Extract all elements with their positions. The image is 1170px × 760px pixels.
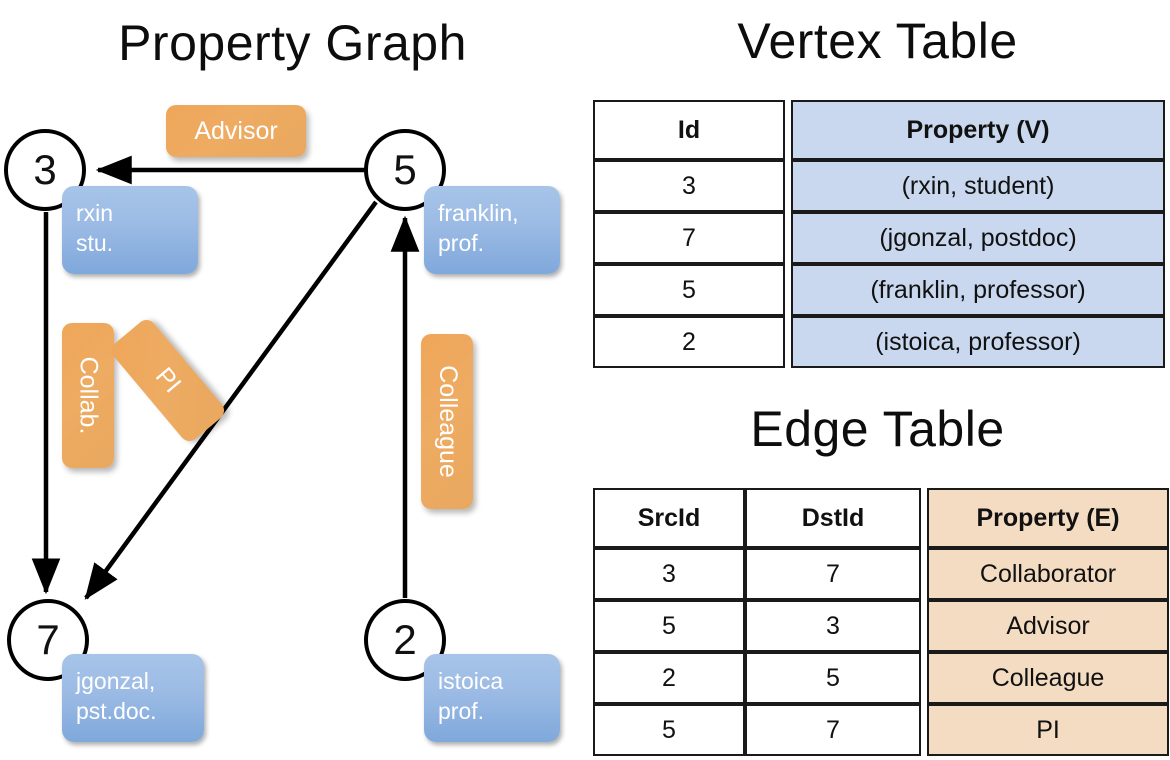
page-title-property-graph: Property Graph <box>118 15 467 71</box>
cell-dstid: 5 <box>745 652 921 704</box>
vertex-property-line-1: franklin, <box>438 200 519 226</box>
table-row[interactable]: 2 5 Colleague <box>593 652 1169 704</box>
edge-label-text: Collab. <box>74 356 103 435</box>
table-row[interactable]: 2 (istoica, professor) <box>593 316 1165 368</box>
cell-property: Advisor <box>927 600 1169 652</box>
page-title-edge-table: Edge Table <box>750 401 1005 457</box>
property-graph-diagram: 3 5 7 2 rxin stu. franklin, prof. jgonza… <box>4 105 560 742</box>
column-header-srcid: SrcId <box>593 488 745 548</box>
cell-id: 2 <box>593 316 785 368</box>
graph-vertex-5[interactable]: 5 <box>364 129 446 211</box>
cell-dstid: 7 <box>745 548 921 600</box>
edge-label-text: Advisor <box>194 116 278 145</box>
edge-label-chip-advisor[interactable]: Advisor <box>166 105 306 157</box>
vertex-property-line-1: rxin <box>76 200 114 226</box>
graph-vertex-2[interactable]: 2 <box>364 599 446 681</box>
cell-dstid: 3 <box>745 600 921 652</box>
cell-srcid: 2 <box>593 652 745 704</box>
table-row[interactable]: 3 (rxin, student) <box>593 160 1165 212</box>
vertex-property-line-2: pst.doc. <box>76 698 157 724</box>
cell-id: 5 <box>593 264 785 316</box>
table-row[interactable]: 3 7 Collaborator <box>593 548 1169 600</box>
cell-property: PI <box>927 704 1169 756</box>
edge-label-text: PI <box>150 362 187 399</box>
column-header-id: Id <box>593 100 785 160</box>
table-row[interactable]: 5 (franklin, professor) <box>593 264 1165 316</box>
vertex-property-line-2: stu. <box>76 230 114 256</box>
cell-property: Colleague <box>927 652 1169 704</box>
vertex-property-line-2: prof. <box>438 230 485 256</box>
column-header-dstid: DstId <box>745 488 921 548</box>
cell-srcid: 3 <box>593 548 745 600</box>
cell-srcid: 5 <box>593 600 745 652</box>
edge-label-chip-collab[interactable]: Collab. <box>62 323 114 468</box>
table-header-row: Id Property (V) <box>593 100 1165 160</box>
cell-property: (jgonzal, postdoc) <box>791 212 1165 264</box>
cell-property: (franklin, professor) <box>791 264 1165 316</box>
edge-label-chip-colleague[interactable]: Colleague <box>421 334 473 509</box>
edge-table: SrcId DstId Property (E) 3 7 Collaborato… <box>593 488 1169 756</box>
vertex-table: Id Property (V) 3 (rxin, student) 7 (jgo… <box>593 100 1165 368</box>
vertex-property-line-1: jgonzal, <box>76 668 156 694</box>
cell-property: (rxin, student) <box>791 160 1165 212</box>
cell-property: (istoica, professor) <box>791 316 1165 368</box>
table-row[interactable]: 5 3 Advisor <box>593 600 1169 652</box>
graph-edges-svg <box>31 155 420 600</box>
cell-srcid: 5 <box>593 704 745 756</box>
table-row[interactable]: 7 (jgonzal, postdoc) <box>593 212 1165 264</box>
cell-id: 7 <box>593 212 785 264</box>
vertex-property-chip-jgonzal[interactable]: jgonzal, pst.doc. <box>62 654 204 742</box>
cell-id: 3 <box>593 160 785 212</box>
vertex-property-line-1: istoica <box>438 668 504 694</box>
edge-line-pi <box>84 200 378 600</box>
vertex-property-chip-rxin[interactable]: rxin stu. <box>62 186 198 274</box>
cell-property: Collaborator <box>927 548 1169 600</box>
vertex-property-line-2: prof. <box>438 698 485 724</box>
cell-dstid: 7 <box>745 704 921 756</box>
table-header-row: SrcId DstId Property (E) <box>593 488 1169 548</box>
table-row[interactable]: 5 7 PI <box>593 704 1169 756</box>
column-header-property-v: Property (V) <box>791 100 1165 160</box>
column-header-property-e: Property (E) <box>927 488 1169 548</box>
vertex-property-chip-franklin[interactable]: franklin, prof. <box>424 186 560 274</box>
edge-label-text: Colleague <box>433 365 462 478</box>
vertex-property-chip-istoica[interactable]: istoica prof. <box>424 654 560 742</box>
page-title-vertex-table: Vertex Table <box>737 13 1018 69</box>
